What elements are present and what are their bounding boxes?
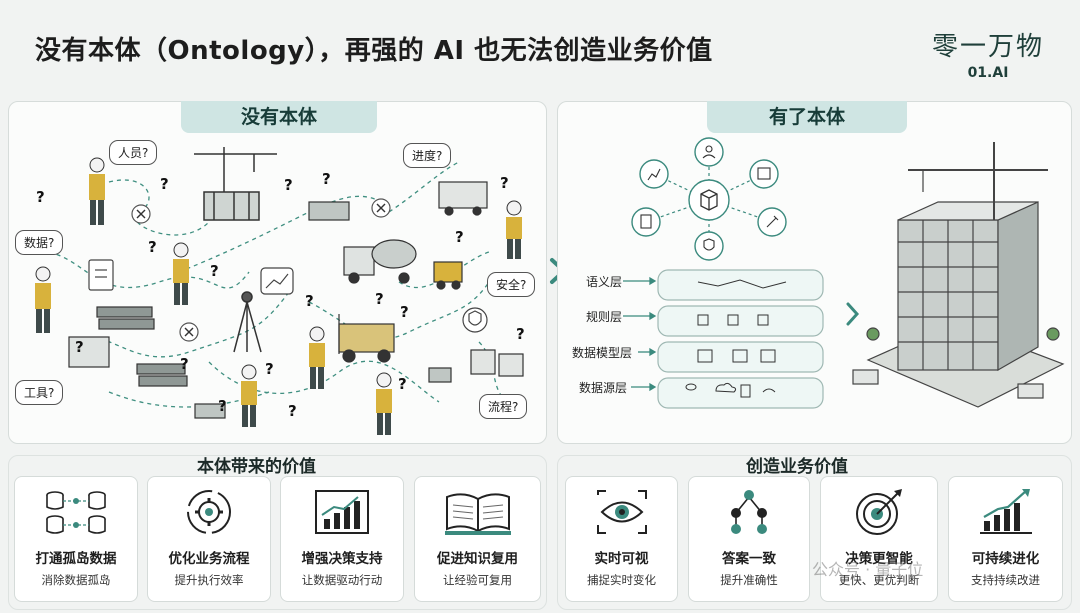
question-bubble-tools: 工具? [15, 380, 64, 405]
value-card-subtitle: 让数据驱动行动 [301, 573, 383, 587]
question-mark-icon: ? [288, 402, 297, 420]
layer-label-rules: 规则层 [586, 310, 623, 324]
question-mark-icon: ? [322, 170, 331, 188]
question-mark-icon: ? [455, 228, 464, 246]
brand-name-cn: 零一万物 [931, 32, 1044, 62]
business-card-subtitle: 提升准确性 [720, 573, 778, 587]
question-bubble-progress: 进度? [403, 143, 452, 168]
question-mark-icon: ? [375, 290, 384, 308]
business-card-consistent: 答案一致 提升准确性 [688, 476, 810, 602]
cube-icon [700, 189, 718, 211]
question-mark-icon: ? [180, 355, 189, 373]
doc-icon [88, 259, 114, 291]
question-mark-icon: ? [284, 176, 293, 194]
without-ontology-panel: 没有本体 [8, 101, 547, 444]
question-mark-icon: ? [265, 360, 274, 378]
eye-icon [596, 490, 647, 534]
chart-icon [260, 267, 294, 295]
page-title: 没有本体（Ontology），再强的 AI 也无法创造业务价值 [35, 36, 713, 66]
question-mark-icon: ? [75, 338, 84, 356]
question-mark-icon: ? [305, 292, 314, 310]
value-card-title: 增强决策支持 [301, 551, 383, 567]
question-mark-icon: ? [500, 174, 509, 192]
business-card-title: 可持续进化 [971, 551, 1040, 567]
business-card-smart-decision: 决策更智能 更快、更优判断 [820, 476, 938, 602]
business-card-realtime: 实时可视 捕捉实时变化 [565, 476, 678, 602]
value-card-data-silos: 打通孤岛数据 消除数据孤岛 [14, 476, 138, 602]
shield-icon [462, 307, 488, 333]
watermark: 公众号 · 量子位 [812, 560, 924, 579]
business-card-title: 决策更智能 [845, 551, 913, 567]
value-card-optimize-process: 优化业务流程 提升执行效率 [147, 476, 271, 602]
layer-label-data-source: 数据源层 [579, 381, 628, 395]
survey-tripod-icon [233, 291, 262, 353]
ontology-value-title: 本体带来的价值 [197, 457, 316, 477]
question-mark-icon: ? [400, 303, 409, 321]
business-value-title: 创造业务价值 [746, 457, 848, 477]
value-card-title: 打通孤岛数据 [35, 551, 117, 567]
value-card-subtitle: 让经验可复用 [443, 573, 512, 587]
target-icon [856, 489, 902, 535]
growth-chart-icon [979, 489, 1032, 534]
question-mark-icon: ? [210, 262, 219, 280]
question-mark-icon: ? [218, 397, 227, 415]
node-tree-icon [731, 490, 767, 534]
ontology-illustration [623, 137, 1065, 409]
brand-name-en: 01.AI [967, 65, 1009, 81]
question-mark-icon: ? [516, 325, 525, 343]
crane-icon [194, 147, 277, 221]
question-mark-icon: ? [148, 238, 157, 256]
value-card-subtitle: 消除数据孤岛 [41, 573, 111, 587]
value-card-title: 优化业务流程 [168, 551, 250, 567]
business-card-subtitle: 更快、更优判断 [838, 573, 920, 587]
open-book-icon [444, 493, 511, 535]
question-bubble-safety: 安全? [487, 272, 536, 297]
vehicle-icons [68, 181, 524, 419]
value-card-decision-support: 增强决策支持 让数据驱动行动 [280, 476, 404, 602]
question-mark-icon: ? [160, 175, 169, 193]
question-mark-icon: ? [36, 188, 45, 206]
value-card-knowledge-reuse: 促进知识复用 让经验可复用 [414, 476, 541, 602]
business-card-evolve: 可持续进化 支持持续改进 [948, 476, 1063, 602]
business-card-title: 实时可视 [594, 551, 649, 567]
layer-label-semantic: 语义层 [586, 275, 623, 289]
spoke-icons [640, 145, 779, 251]
business-value-section [557, 455, 1072, 610]
ontology-value-section [8, 455, 547, 610]
business-card-title: 答案一致 [722, 551, 776, 567]
with-ontology-tab: 有了本体 [707, 101, 907, 133]
chaos-illustration [35, 147, 524, 435]
value-card-subtitle: 提升执行效率 [174, 573, 244, 587]
business-card-subtitle: 支持持续改进 [971, 573, 1040, 587]
brand-logo: 零一万物 01.AI [932, 26, 1044, 81]
worker-figures [35, 157, 522, 435]
building-icon [852, 142, 1065, 408]
header: 没有本体（Ontology），再强的 AI 也无法创造业务价值 零一万物 01.… [0, 0, 1080, 96]
question-bubble-process: 流程? [479, 394, 528, 419]
with-ontology-panel: 有了本体 [557, 101, 1072, 444]
gear-cycle-icon [187, 490, 231, 534]
business-card-subtitle: 捕捉实时变化 [587, 573, 656, 587]
value-card-title: 促进知识复用 [437, 551, 518, 567]
question-bubble-data: 数据? [15, 230, 64, 255]
without-ontology-tab: 没有本体 [181, 101, 377, 133]
layer-label-data-model: 数据模型层 [572, 346, 633, 360]
database-network-icon [46, 491, 106, 534]
question-mark-icon: ? [398, 375, 407, 393]
bar-chart-growth-icon [315, 490, 369, 534]
question-bubble-people: 人员? [109, 140, 158, 165]
